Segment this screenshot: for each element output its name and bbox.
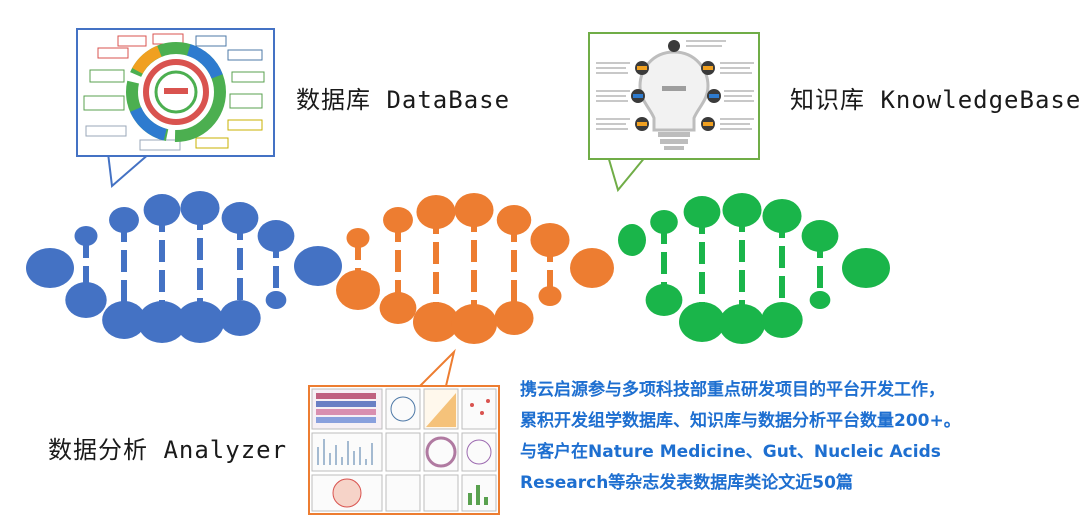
dna-middle-top-bulb-6 <box>530 223 570 257</box>
dna-left-top-bulb-2 <box>109 207 139 233</box>
dna-right-bottom-bulb-3 <box>719 304 765 344</box>
dna-left-top-bulb-4 <box>180 191 220 225</box>
dna-middle-end-right <box>570 248 614 288</box>
database-callout-pointer <box>107 152 151 188</box>
dna-left-bottom-bulb-3 <box>137 301 187 343</box>
knowledgebase-thumbnail <box>588 32 760 160</box>
dna-left-bottom-bulb-6 <box>265 291 287 309</box>
knowledgebase-lightbulb-graphic <box>596 40 754 150</box>
dna-middle-top-bulb-5 <box>496 205 532 235</box>
dna-left-top-bulb-3 <box>143 194 181 226</box>
dna-left-bottom-bulb-5 <box>219 300 261 336</box>
dna-right-top-bulb-2 <box>683 196 721 228</box>
description-line-3: 与客户在Nature Medicine、Gut、Nucleic Acids <box>520 442 941 462</box>
dna-left-bottom-bulb-2 <box>102 301 146 339</box>
database-label: 数据库 DataBase <box>296 86 511 114</box>
dna-left-bottom-bulb-1 <box>65 282 107 318</box>
dna-middle-end-left <box>336 270 380 310</box>
knowledgebase-callout-pointer <box>607 155 647 193</box>
dna-right-bottom-bulb-5 <box>809 291 831 309</box>
description-text: 携云启源参与多项科技部重点研发项目的平台开发工作， 累积开发组学数据库、知识库与… <box>520 375 1068 499</box>
database-overview-graphic <box>83 33 265 151</box>
dna-right-bottom-bulb-1 <box>645 284 683 316</box>
dna-left-top-bulb-5 <box>221 202 259 234</box>
dna-right-top-bulb-3 <box>722 193 762 227</box>
dna-left-top-bulb-1 <box>74 226 98 246</box>
dna-left-end-right <box>294 246 342 286</box>
dna-right-bottom-bulb-2 <box>679 302 725 342</box>
dna-middle-bottom-bulb-4 <box>451 304 497 344</box>
dna-middle-bottom-bulb-2 <box>379 292 417 324</box>
dna-middle-bottom-bulb-6 <box>538 286 562 306</box>
dna-left-end-left <box>26 248 74 288</box>
description-line-1: 携云启源参与多项科技部重点研发项目的平台开发工作， <box>520 380 945 400</box>
dna-right-top-bulb-5 <box>801 220 839 252</box>
analyzer-label: 数据分析 Analyzer <box>48 436 288 464</box>
dna-middle-top-bulb-3 <box>416 195 456 229</box>
dna-middle-bottom-bulb-3 <box>413 302 459 342</box>
dna-left-top-bulb-6 <box>257 220 295 252</box>
dna-right-end-right <box>842 248 890 288</box>
dna-right-top-bulb-1 <box>650 210 678 234</box>
analyzer-thumbnail <box>308 385 500 515</box>
knowledgebase-label: 知识库 KnowledgeBase <box>790 86 1080 114</box>
dna-right-top-bulb-4 <box>762 199 802 233</box>
dna-right-bottom-bulb-4 <box>761 302 803 338</box>
dna-middle-top-bulb-4 <box>454 193 494 227</box>
dna-middle-top-bulb-1 <box>346 228 370 248</box>
dna-right-end-left <box>618 224 646 256</box>
dna-middle-top-bulb-2 <box>383 207 413 233</box>
database-thumbnail <box>76 28 275 157</box>
dna-middle-bottom-bulb-5 <box>494 301 534 335</box>
analyzer-callout-pointer <box>419 348 456 387</box>
description-line-4: Research等杂志发表数据库类论文近50篇 <box>520 473 853 493</box>
analyzer-results-graphic <box>311 388 497 512</box>
dna-left-bottom-bulb-4 <box>175 301 225 343</box>
description-line-2: 累积开发组学数据库、知识库与数据分析平台数量200+。 <box>520 411 961 431</box>
